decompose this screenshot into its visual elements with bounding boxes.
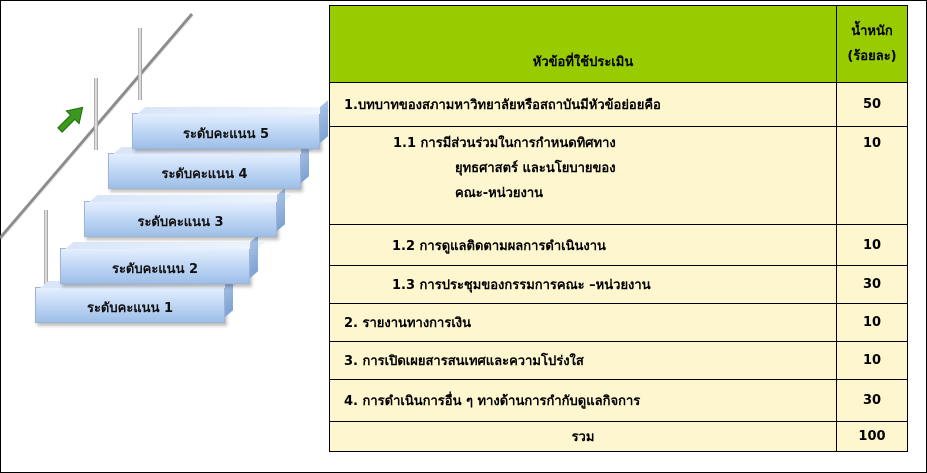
row-topic: 1.2 การดูแลติดตามผลการดำเนินงาน bbox=[392, 238, 606, 254]
stair-step-label: ระดับคะแนน 2 bbox=[111, 262, 199, 277]
row-topic: 4. การดำเนินการอื่น ๆ ทางด้านการกำกับดูแ… bbox=[344, 394, 641, 409]
row-topic-cell: 2. รายงานทางการเงิน bbox=[329, 303, 837, 342]
stair-step-label: ระดับคะแนน 4 bbox=[161, 167, 248, 182]
row-topic-continued: ยุทธศาสตร์ และนโยบายของ bbox=[455, 161, 616, 176]
stair-step-label: ระดับคะแนน 3 bbox=[137, 215, 224, 230]
evaluation-table: หัวข้อที่ใช้ประเมิน น้ำหนัก (ร้อยละ) 1.บ… bbox=[329, 5, 908, 452]
table-row: 4. การดำเนินการอื่น ๆ ทางด้านการกำกับดูแ… bbox=[329, 379, 908, 422]
row-weight: 30 bbox=[862, 393, 882, 408]
arrow-icon bbox=[57, 106, 84, 133]
header-weight-line2: (ร้อยละ) bbox=[847, 49, 897, 64]
row-topic-continued: คณะ-หน่วยงาน bbox=[455, 186, 544, 201]
row-weight: 10 bbox=[862, 315, 882, 330]
header-topic: หัวข้อที่ใช้ประเมิน bbox=[532, 55, 634, 70]
table-total-row: รวม 100 bbox=[329, 421, 908, 452]
stair-step-4: ระดับคะแนน 4 bbox=[108, 140, 317, 189]
row-weight-cell: 30 bbox=[836, 379, 908, 422]
table-row: 1.2 การดูแลติดตามผลการดำเนินงาน 10 bbox=[329, 224, 908, 266]
row-topic: 1.1 การมีส่วนร่วมในการกำหนดทิศทาง bbox=[393, 136, 616, 151]
row-topic: 1.3 การประชุมของกรรมการคณะ –หน่วยงาน bbox=[392, 278, 651, 293]
post bbox=[138, 28, 142, 100]
row-topic-cell: 1.บทบาทของสภามหาวิทยาลัยหรือสถาบันมีหัวข… bbox=[329, 82, 837, 127]
row-weight: 10 bbox=[862, 353, 882, 368]
table-row: 1.3 การประชุมของกรรมการคณะ –หน่วยงาน 30 bbox=[329, 265, 908, 304]
row-topic: 3. การเปิดเผยสารสนเทศและความโปร่งใส bbox=[344, 354, 584, 369]
header-weight-cell: น้ำหนัก (ร้อยละ) bbox=[836, 5, 908, 83]
row-topic-cell: 1.3 การประชุมของกรรมการคณะ –หน่วยงาน bbox=[329, 265, 837, 304]
row-topic-cell: 1.2 การดูแลติดตามผลการดำเนินงาน bbox=[329, 224, 837, 266]
row-weight: 50 bbox=[862, 97, 882, 112]
row-weight: 30 bbox=[862, 277, 882, 292]
total-weight: 100 bbox=[858, 429, 886, 444]
row-weight-cell: 10 bbox=[836, 224, 908, 266]
row-topic: 2. รายงานทางการเงิน bbox=[344, 316, 471, 331]
stairs-illustration: ระดับคะแนน 1 ระดับคะแนน 2 ระดับคะแนน 3 ร… bbox=[0, 0, 336, 473]
row-weight: 10 bbox=[862, 136, 882, 151]
row-topic: 1.บทบาทของสภามหาวิทยาลัยหรือสถาบันมีหัวข… bbox=[344, 98, 661, 113]
row-weight-cell: 30 bbox=[836, 265, 908, 304]
post bbox=[44, 210, 48, 290]
row-weight-cell: 10 bbox=[836, 341, 908, 380]
row-weight-cell: 10 bbox=[836, 303, 908, 342]
table-row: 1.บทบาทของสภามหาวิทยาลัยหรือสถาบันมีหัวข… bbox=[329, 82, 908, 127]
row-weight: 10 bbox=[862, 237, 882, 253]
stair-step-3: ระดับคะแนน 3 bbox=[84, 188, 293, 237]
table-row: 2. รายงานทางการเงิน 10 bbox=[329, 303, 908, 342]
header-topic-cell: หัวข้อที่ใช้ประเมิน bbox=[329, 5, 837, 83]
table-row: 3. การเปิดเผยสารสนเทศและความโปร่งใส 10 bbox=[329, 341, 908, 380]
stair-step-label: ระดับคะแนน 1 bbox=[86, 301, 174, 316]
header-weight-line1: น้ำหนัก bbox=[851, 24, 893, 39]
row-weight-cell: 50 bbox=[836, 82, 908, 127]
total-weight-cell: 100 bbox=[836, 421, 908, 452]
row-weight-cell: 10 bbox=[836, 126, 908, 225]
post bbox=[94, 78, 98, 150]
stair-step-5: ระดับคะแนน 5 bbox=[132, 100, 336, 149]
table-header-row: หัวข้อที่ใช้ประเมิน น้ำหนัก (ร้อยละ) bbox=[329, 5, 908, 83]
table-row: 1.1 การมีส่วนร่วมในการกำหนดทิศทาง ยุทธศา… bbox=[329, 126, 908, 225]
stair-step-1: ระดับคะแนน 1 bbox=[35, 274, 241, 323]
row-topic-cell: 4. การดำเนินการอื่น ๆ ทางด้านการกำกับดูแ… bbox=[329, 379, 837, 422]
stair-step-2: ระดับคะแนน 2 bbox=[60, 235, 266, 284]
row-topic-cell: 1.1 การมีส่วนร่วมในการกำหนดทิศทาง ยุทธศา… bbox=[329, 126, 837, 225]
total-label-cell: รวม bbox=[329, 421, 837, 452]
row-topic-cell: 3. การเปิดเผยสารสนเทศและความโปร่งใส bbox=[329, 341, 837, 380]
stair-step-label: ระดับคะแนน 5 bbox=[182, 127, 270, 142]
total-label: รวม bbox=[571, 430, 595, 445]
